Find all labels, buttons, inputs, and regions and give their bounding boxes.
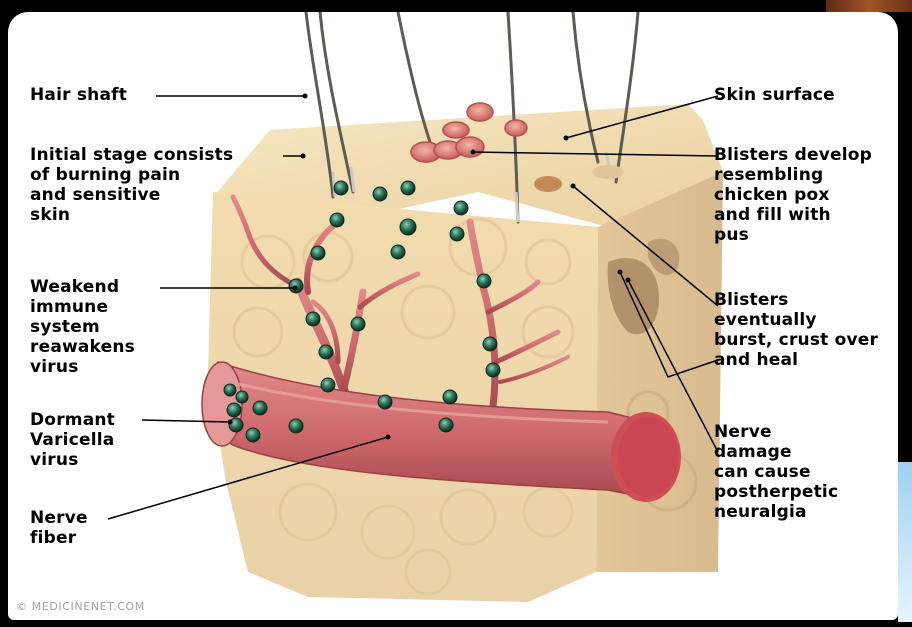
- label-nerve-fiber: Nerve fiber: [30, 508, 88, 548]
- label-initial-stage: Initial stage consists of burning pain a…: [30, 145, 233, 225]
- label-skin-surface: Skin surface: [714, 85, 835, 105]
- label-weakend-immune-system: Weakend immune system reawakens virus: [30, 277, 135, 377]
- corner-decoration: [826, 0, 912, 12]
- label-nerve-damage: Nerve damage can cause postherpetic neur…: [714, 422, 838, 522]
- label-dormant-varicella-virus: Dormant Varicella virus: [30, 410, 115, 470]
- label-blisters-develop: Blisters develop resembling chicken pox …: [714, 145, 872, 245]
- copyright-watermark: © MEDICINENET.COM: [16, 600, 145, 613]
- corner-decoration-blue: [898, 462, 912, 622]
- diagram-frame: Hair shaft Initial stage consists of bur…: [8, 12, 898, 620]
- label-blisters-burst: Blisters eventually burst, crust over an…: [714, 290, 878, 370]
- label-hair-shaft: Hair shaft: [30, 85, 127, 105]
